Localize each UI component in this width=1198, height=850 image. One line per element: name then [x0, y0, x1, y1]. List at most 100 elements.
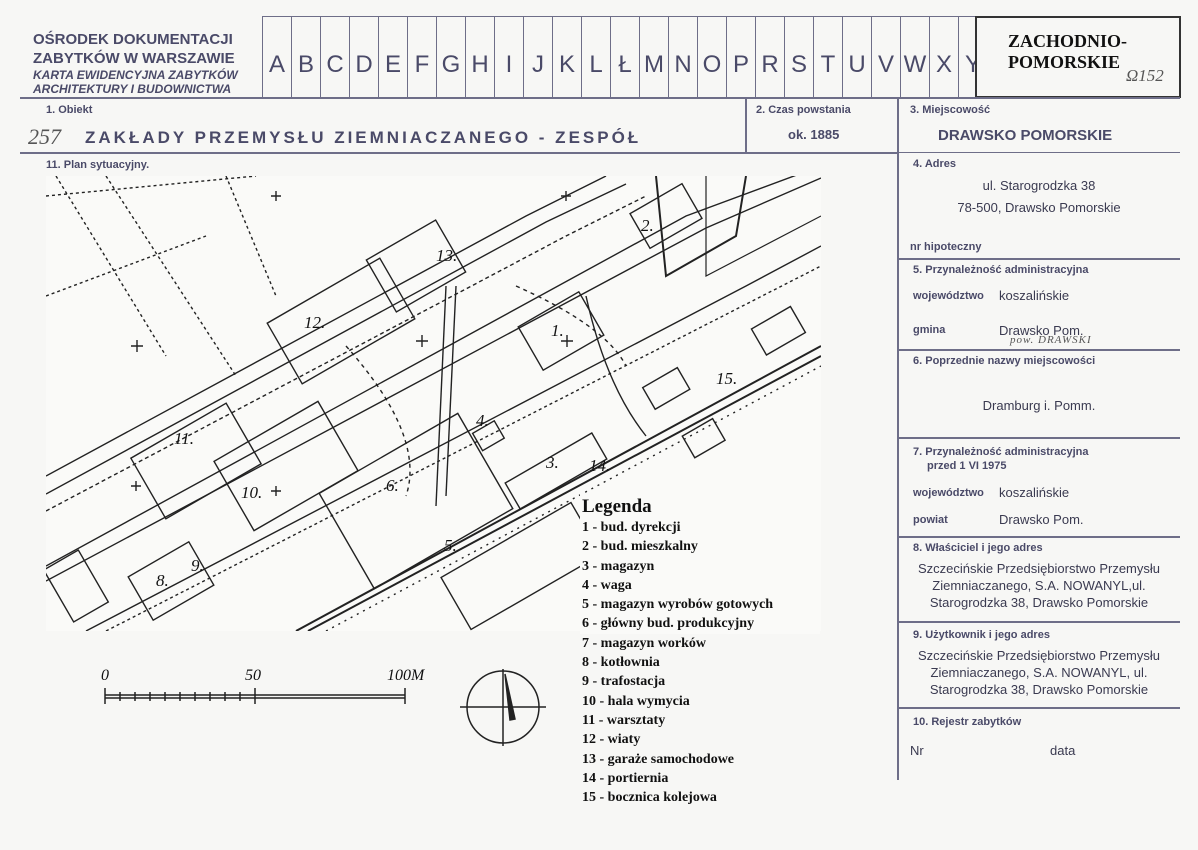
legend-title: Legenda [582, 496, 652, 517]
place-label: 3. Miejscowość [910, 104, 991, 116]
site-plan-drawing: 1. 2. 3. 4. 5. 6. 8. 9. 10. 11. 12. 13. … [46, 176, 821, 631]
voivodeship-value: koszalińskie [999, 288, 1070, 303]
voivodeship-label: województwo [913, 290, 984, 302]
region-line1: ZACHODNIO- [1008, 31, 1128, 51]
handwritten-code: Ω152 [1126, 66, 1164, 85]
letters-top-rule [262, 16, 975, 17]
card-type-line1: KARTA EWIDENCYJNA ZABYTKÓW [33, 68, 238, 82]
scale-bar: 0 50 100M [101, 667, 426, 704]
legend-item: 7 - magazyn worków [582, 635, 707, 651]
building-number-11: 11. [174, 429, 194, 448]
header-bottom-rule [20, 97, 1180, 99]
institution-line1: OŚRODEK DOKUMENTACJI [33, 31, 233, 48]
object-handwritten-number: 257 [28, 124, 61, 149]
building-number-5: 5. [444, 536, 457, 555]
owner-bottom-rule [899, 621, 1180, 623]
former-names-label: 6. Poprzednie nazwy miejscowości [913, 355, 1096, 367]
index-letter: O [697, 16, 726, 98]
index-letter: J [523, 16, 552, 98]
legend-item: 4 - waga [582, 577, 632, 593]
building-number-13: 13. [436, 246, 457, 265]
index-letter: S [784, 16, 813, 98]
region-name: ZACHODNIO- POMORSKIE [1008, 31, 1127, 73]
index-letter: V [871, 16, 900, 98]
object-bottom-rule [20, 152, 898, 154]
owner-line1: Szczecińskie Przedsiębiorstwo Przemysłu [917, 561, 1161, 576]
building-number-4: 4. [476, 411, 489, 430]
index-letter: Ł [610, 16, 639, 98]
index-letter: C [320, 16, 349, 98]
divider-v1 [745, 98, 747, 153]
legend-item: 9 - trafostacja [582, 674, 666, 690]
legend-item: 5 - magazyn wyrobów gotowych [582, 597, 774, 613]
address-line2: 78-500, Drawsko Pomorskie [957, 200, 1121, 215]
card-type-line2: ARCHITEKTURY I BUDOWNICTWA [33, 82, 232, 96]
owner-label: 8. Właściciel i jego adres [913, 542, 1043, 554]
index-letter: A [262, 16, 291, 98]
district-label: powiat [913, 514, 948, 526]
former-names-value: Dramburg i. Pomm. [982, 398, 1096, 413]
legend-item: 1 - bud. dyrekcji [582, 520, 681, 535]
legend-item: 10 - hala wymycia [582, 693, 690, 709]
index-letter: R [755, 16, 784, 98]
index-letter: U [842, 16, 871, 98]
admin1975-voivodeship-label: województwo [913, 487, 984, 499]
region-line2: POMORSKIE [1008, 52, 1121, 72]
index-letter: W [900, 16, 929, 98]
admin-bottom-rule [899, 349, 1180, 351]
index-letter: M [639, 16, 668, 98]
admin1975-bottom-rule [899, 536, 1180, 538]
north-arrow-icon [460, 669, 546, 746]
user-line3: Starogrodzka 38, Drawsko Pomorskie [929, 682, 1149, 697]
index-letter: F [407, 16, 436, 98]
index-letter: T [813, 16, 842, 98]
legend-item: 14 - portiernia [582, 770, 669, 786]
district-value: Drawsko Pom. [999, 512, 1084, 527]
building-number-15: 15. [716, 369, 737, 388]
legend-item: 6 - główny bud. produkcyjny [582, 616, 755, 632]
scale-label-100: 100M [387, 667, 426, 684]
commune-value: Drawsko Pom. [999, 323, 1084, 338]
address-label: 4. Adres [913, 158, 957, 170]
commune-handwritten: pow. DRAWSKI [1010, 334, 1092, 346]
admin1975-voivodeship-value: koszalińskie [999, 485, 1070, 500]
owner-line2: Ziemniaczanego, S.A. NOWANYL,ul. [932, 578, 1146, 593]
index-letter: I [494, 16, 523, 98]
place-bottom-rule [899, 152, 1180, 153]
building-number-9: 9. [191, 556, 204, 575]
object-label: 1. Obiekt [46, 104, 93, 116]
legend-item: 13 - garaże samochodowe [582, 751, 735, 767]
address-line1: ul. Starogrodzka 38 [982, 178, 1096, 193]
place-value: DRAWSKO POMORSKIE [938, 127, 1113, 144]
time-label: 2. Czas powstania [756, 104, 851, 116]
registry-date-label: data [1050, 743, 1076, 758]
divider-v2 [897, 98, 899, 780]
owner-line3: Starogrodzka 38, Drawsko Pomorskie [929, 595, 1149, 610]
building-number-10: 10. [241, 483, 262, 502]
user-label: 9. Użytkownik i jego adres [913, 629, 1050, 641]
building-number-labels: 1. 2. 3. 4. 5. 6. 8. 9. 10. 11. 12. 13. … [156, 216, 737, 590]
admin1975-label-line1: 7. Przynależność administracyjna [913, 446, 1089, 458]
building-number-6: 6. [386, 476, 399, 495]
registry-label: 10. Rejestr zabytków [913, 716, 1022, 728]
legend-item: 2 - bud. mieszkalny [582, 539, 698, 555]
building-number-3: 3. [545, 453, 559, 472]
index-letter: E [378, 16, 407, 98]
legend-item: 8 - kotłownia [582, 655, 660, 671]
legend-background [580, 494, 820, 634]
admin1975-label-line2: przed 1 VI 1975 [927, 460, 1007, 472]
index-letter: L [581, 16, 610, 98]
index-letter: N [668, 16, 697, 98]
alphabet-index: ABCDEFGHIJKLŁMNOPRSTUVWXYZN [262, 16, 1045, 98]
index-letter: B [291, 16, 320, 98]
commune-label: gmina [913, 324, 946, 336]
admin-label: 5. Przynależność administracyjna [913, 264, 1089, 276]
index-letter: P [726, 16, 755, 98]
index-letter: G [436, 16, 465, 98]
object-name: ZAKŁADY PRZEMYSŁU ZIEMNIACZANEGO - ZESPÓ… [85, 128, 642, 147]
legend-item: 11 - warsztaty [582, 712, 666, 728]
time-value: ok. 1885 [788, 127, 840, 142]
user-line1: Szczecińskie Przedsiębiorstwo Przemysłu [917, 648, 1161, 663]
